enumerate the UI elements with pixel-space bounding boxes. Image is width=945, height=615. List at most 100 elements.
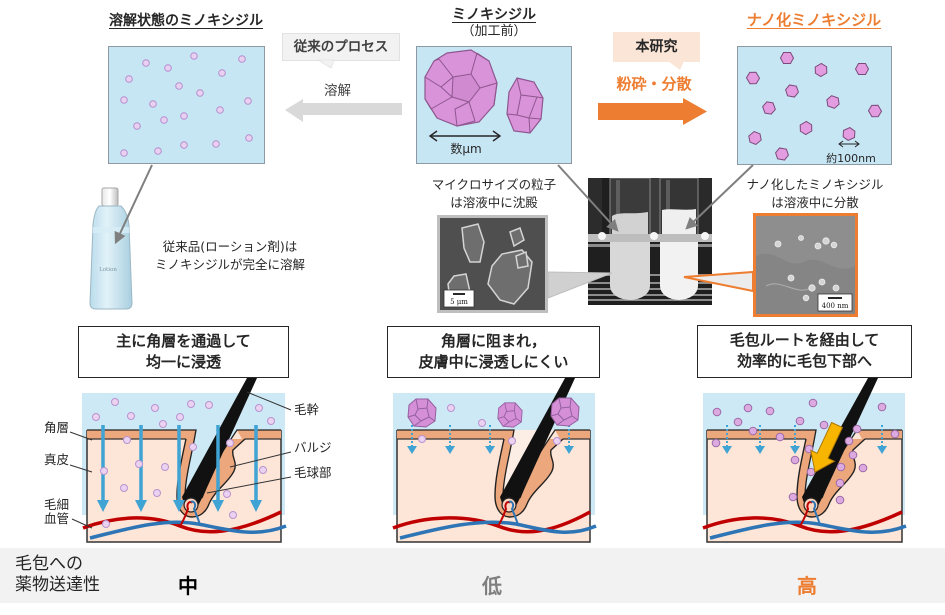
- nano-particles: 約100nm: [744, 52, 884, 165]
- lotion-caption-line-2: ミノキシジルが完全に溶解: [154, 257, 305, 272]
- left-test-tube-upper: [609, 178, 651, 239]
- skin-diagram-micro: [392, 378, 597, 543]
- micro-crystal: [497, 402, 523, 428]
- dissolved-molecules: [418, 404, 561, 445]
- blocked-arrows: [407, 425, 574, 454]
- nanoparticle-dot: [830, 241, 838, 249]
- nanoparticle: [761, 99, 777, 117]
- nanoparticle-dot: [814, 242, 822, 250]
- nanoparticle-dot: [832, 284, 840, 292]
- small-crystal: [506, 77, 544, 134]
- conventional-penetration-callout: 主に角層を通過して 均一に浸透: [78, 326, 289, 378]
- label-hair-shaft: 毛幹: [294, 402, 320, 417]
- nano-penetration-callout: 毛包ルートを経由して 効率的に毛包下部へ: [697, 325, 912, 378]
- raw-crystal-box: 数μm: [416, 46, 572, 164]
- vein: [89, 520, 287, 540]
- stratum-corneum: [397, 430, 590, 440]
- micro-crystals: [407, 397, 580, 428]
- size-double-arrow-icon: [838, 140, 860, 148]
- micro-penetration-callout: 角層に阻まれ， 皮膚中に浸透しにくい: [387, 326, 600, 378]
- molecule-dot: [120, 96, 128, 104]
- bottle-label: Lotion: [99, 267, 117, 273]
- research-callout-tail: [668, 61, 684, 70]
- lotion-caption: 従来品(ローション剤)は ミノキシジルが完全に溶解: [150, 238, 310, 274]
- right-arrow-shape: [598, 98, 707, 125]
- corneum-arrows: [722, 425, 887, 454]
- dissolved-minoxidil-title: 溶解状態のミノキシジル: [109, 13, 263, 29]
- follicle-route-arrow-icon: [810, 421, 844, 473]
- test-tube-photo: [588, 178, 712, 305]
- lotion-bottle-icon: Lotion: [89, 187, 133, 310]
- nanoparticle-dot: [818, 278, 826, 286]
- molecule-dot: [238, 55, 246, 63]
- molecule-dot: [125, 75, 133, 83]
- molecule-dot: [160, 116, 168, 124]
- delivery-label-line-2: 薬物送達性: [15, 575, 100, 595]
- bottle-cap: [101, 187, 119, 207]
- delivery-level-conventional: 中: [178, 574, 198, 598]
- raw-minoxidil-subtitle: （加工前）: [461, 24, 527, 39]
- hair-shaft: [802, 378, 878, 506]
- molecule-dot: [245, 134, 253, 142]
- label-dermis: 真皮: [44, 452, 70, 467]
- nanoparticle: [784, 83, 800, 99]
- right-tube-dispersion: [660, 242, 698, 300]
- stratum-corneum: [707, 430, 902, 440]
- nanoparticles: [711, 398, 900, 505]
- dissolved-molecules: [92, 398, 275, 528]
- callout-line-1: 毛包ルートを経由して: [729, 331, 880, 349]
- micro-crystals: 数μm: [424, 49, 544, 156]
- conventional-callout-tail: [316, 59, 335, 69]
- nanoparticle: [812, 61, 830, 79]
- label-bulge: バルジ: [294, 440, 332, 455]
- micro-crystal: [550, 397, 580, 427]
- rack-bar: [588, 234, 712, 242]
- dissolved-solution-box: [108, 46, 265, 164]
- nanoparticle: [774, 146, 790, 162]
- molecule-dot: [120, 149, 128, 157]
- callout-line-2: 均一に浸透: [145, 353, 221, 371]
- micro-crystal-shape: [509, 227, 525, 248]
- bottle-liquid-surface: [92, 227, 130, 233]
- nanoparticle: [780, 52, 794, 64]
- label-capillary: 毛細 血管: [44, 498, 69, 526]
- delivery-level-nano: 高: [797, 574, 817, 598]
- capillaries: [392, 500, 597, 540]
- vein: [709, 520, 907, 540]
- capillaries: [702, 500, 907, 540]
- grind-disperse-label: 粉砕・分散: [616, 75, 692, 93]
- label-stratum-corneum: 角層: [44, 420, 70, 435]
- molecule-dot: [196, 89, 204, 97]
- dissolve-label: 溶解: [324, 83, 351, 99]
- callout-line-2: 皮膚中に浸透しにくい: [418, 353, 569, 371]
- label-hair-bulb: 毛球部: [294, 465, 332, 480]
- delivery-band: [0, 548, 945, 603]
- conventional-process-arrow-icon: [285, 99, 402, 122]
- molecule-dot: [154, 147, 162, 155]
- nanoparticle: [866, 102, 884, 120]
- callout-line-1: 主に角層を通過して: [116, 332, 251, 350]
- nano-scale-label: 400 nm: [822, 302, 849, 310]
- right-test-tube-upper: [659, 178, 699, 239]
- micro-sem-graphic: 5 μm: [440, 218, 545, 310]
- molecule-dot: [133, 122, 141, 130]
- nanoparticle: [744, 69, 762, 87]
- skin-diagram-conventional: [82, 378, 287, 543]
- nanoparticle: [855, 63, 869, 75]
- nanoparticle: [840, 125, 858, 143]
- this-research-callout: 本研究: [613, 32, 700, 62]
- vein: [399, 520, 597, 540]
- conventional-process-callout: 従来のプロセス: [282, 33, 400, 61]
- delivery-label-line-1: 毛包への: [15, 554, 83, 574]
- size-double-arrow-icon: [428, 130, 502, 142]
- molecule-dot: [216, 106, 224, 114]
- label-capillary-line-2: 血管: [44, 511, 70, 526]
- stratum-corneum: [87, 430, 281, 440]
- raw-minoxidil-title: ミノキシジル: [452, 7, 536, 23]
- micro-caption-line-1: マイクロサイズの粒子: [431, 177, 557, 192]
- label-capillary-line-1: 毛細: [44, 497, 70, 512]
- nano-sem-image: 400 nm: [753, 213, 858, 317]
- lotion-caption-line-1: 従来品(ローション剤)は: [162, 239, 298, 254]
- nanoparticle-dot: [808, 284, 816, 292]
- scale-bar-box: [443, 289, 475, 308]
